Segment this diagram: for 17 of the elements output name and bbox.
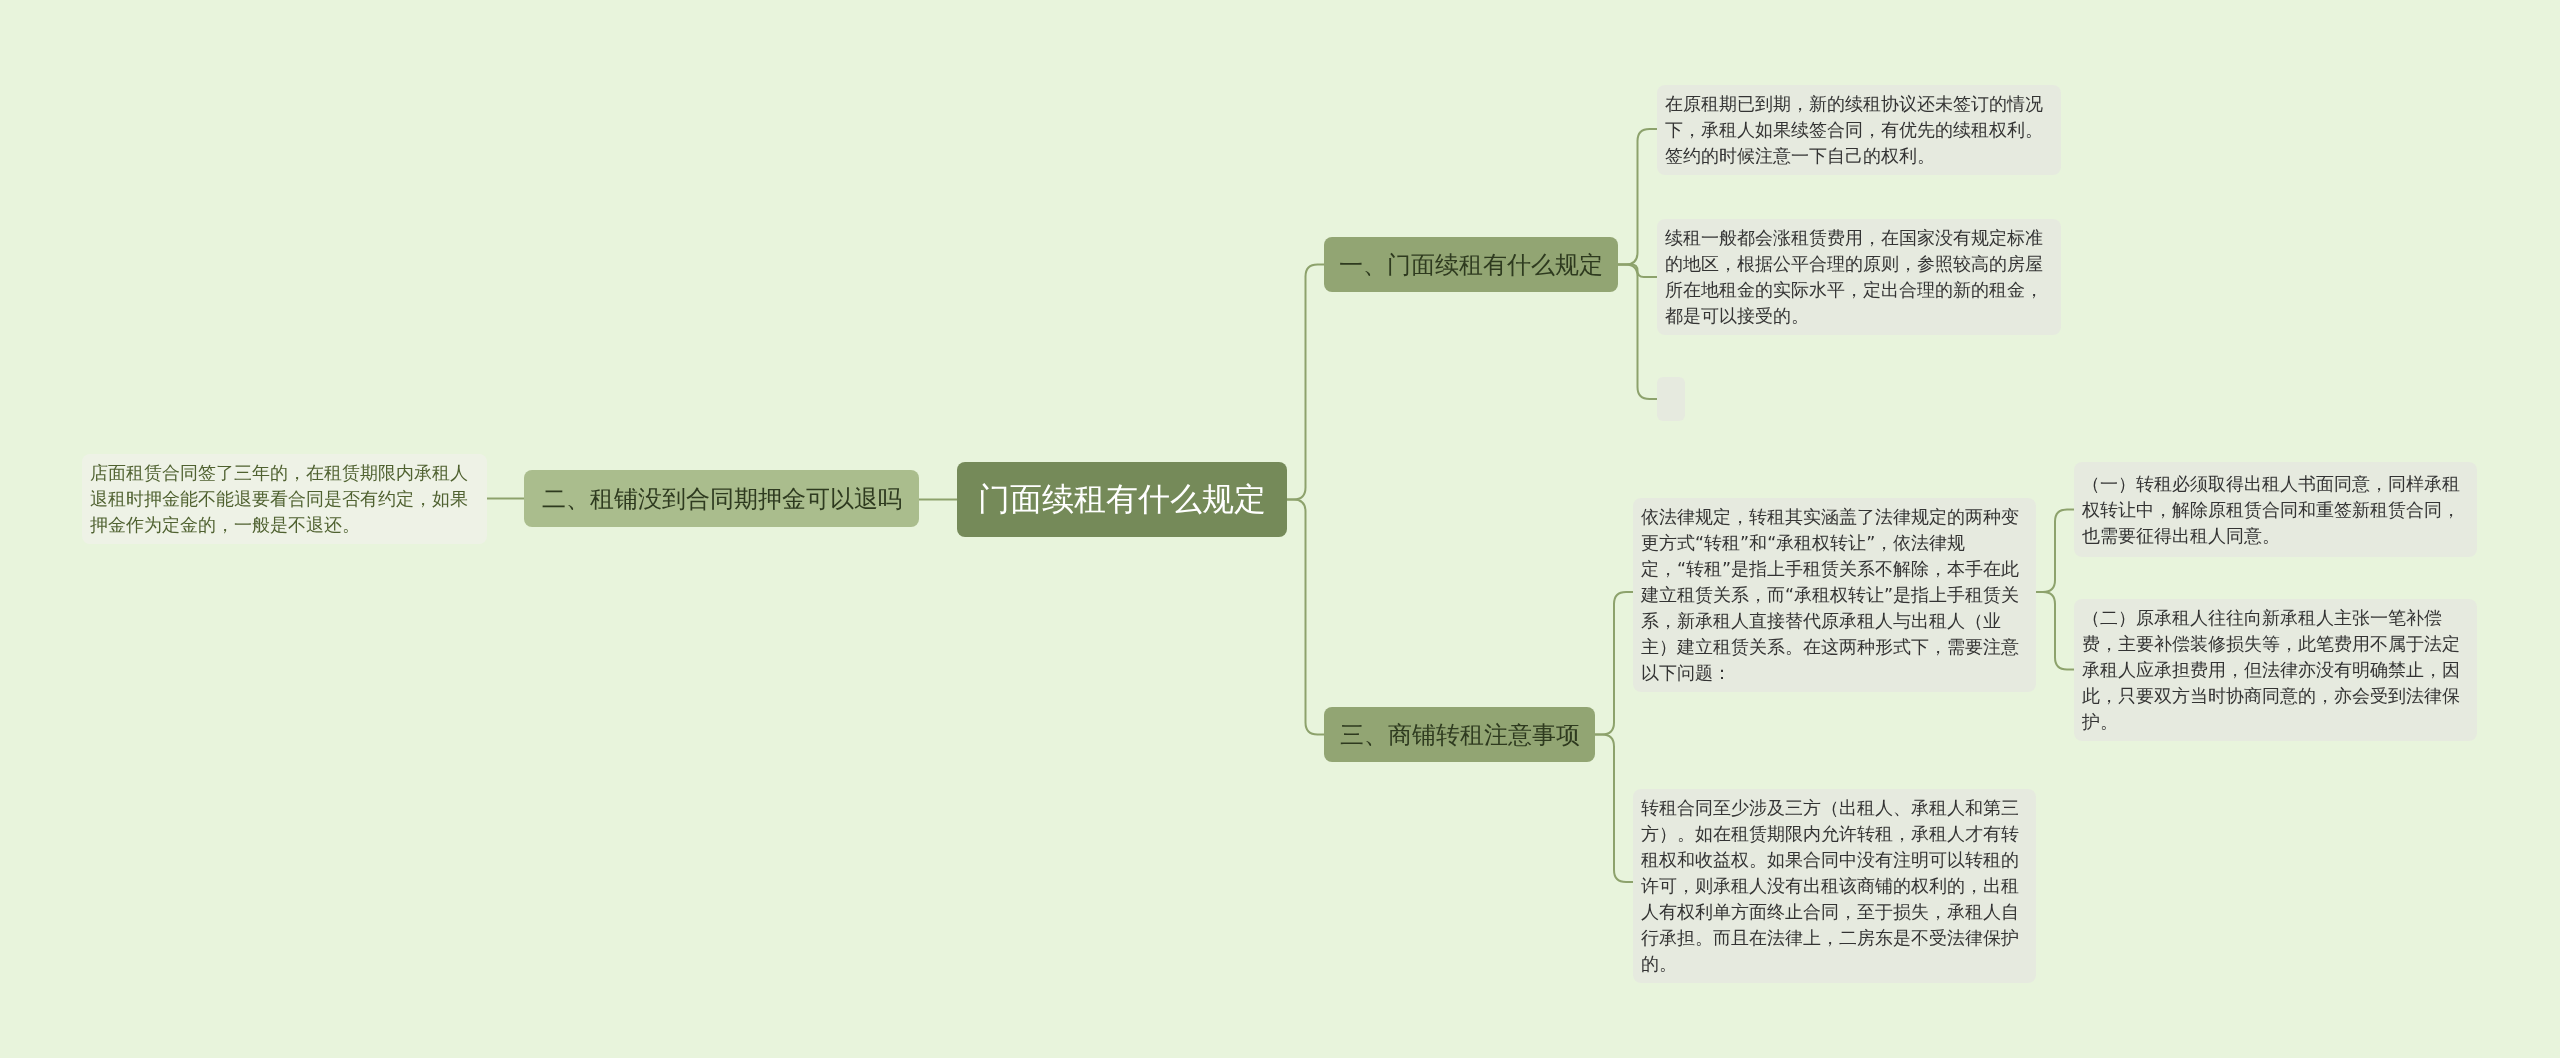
- branch-topic-box: 一、门面续租有什么规定: [1324, 237, 1618, 292]
- note-box: 在原租期已到期，新的续租协议还未签订的情况下，承租人如果续签合同，有优先的续租权利。签约的时候注意一下自己的权利。: [1657, 85, 2061, 175]
- note-box: 续租一般都会涨租赁费用，在国家没有规定标准的地区，根据公平合理的原则，参照较高的房屋所在地租金的实际水平，定出合理的新的租金，都是可以接受的。: [1657, 219, 2061, 335]
- branch-topic-box: 三、商铺转租注意事项: [1324, 707, 1595, 762]
- connector-line: [1286, 498, 1325, 736]
- note-box: 转租合同至少涉及三方（出租人、承租人和第三方）。如在租赁期限内允许转租，承租人才有转租权和收益权。如果合同中没有注明可以转租的许可，则承租人没有出租该商铺的权利的，出租人有权利单方面终止合同，至于损失，承租人自行承担。而且在法律上，二房东是不受法律保护的。: [1633, 789, 2036, 983]
- note-box: （二）原承租人往往向新承租人主张一笔补偿费，主要补偿装修损失等，此笔费用不属于法定承租人应承担费用，但法律亦没有明确禁止，因此，只要双方当时协商同意的，亦会受到法律保护。: [2074, 599, 2477, 741]
- empty-box: [1657, 377, 1685, 421]
- branch-topic-box: 二、租铺没到合同期押金可以退吗: [524, 470, 919, 527]
- note-box: 依法律规定，转租其实涵盖了法律规定的两种变更方式“转租”和“承租权转让”，依法律规定，“转租”是指上手租赁关系不解除，本手在此建立租赁关系，而“承租权转让”是指上手租赁关系，新承租人直接替代原承租人与出租人（业主）建立租赁关系。在这两种形式下，需要注意以下问题：: [1633, 498, 2036, 692]
- connector-line: [2035, 591, 2075, 671]
- connector-line: [1594, 733, 1634, 883]
- connector-line: [918, 498, 958, 501]
- note-box: （一）转租必须取得出租人书面同意，同样承租权转让中，解除原租赁合同和重签新租赁合同，也需要征得出租人同意。: [2074, 462, 2477, 557]
- root-topic-box: 门面续租有什么规定: [957, 462, 1287, 537]
- connector-line: [486, 497, 525, 500]
- note-box: 店面租赁合同签了三年的，在租赁期限内承租人退租时押金能不能退要看合同是否有约定，如果押金作为定金的，一般是不退还。: [82, 454, 487, 544]
